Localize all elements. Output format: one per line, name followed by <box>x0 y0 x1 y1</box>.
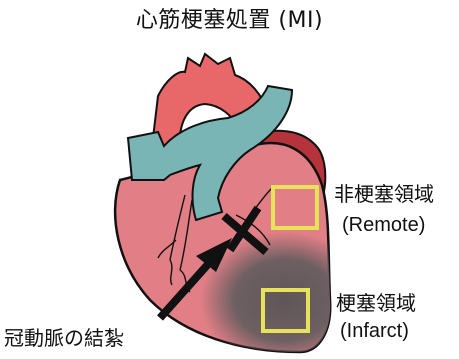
infarct-label-en: (Infarct) <box>340 320 409 343</box>
infarct-label-jp: 梗塞領域 <box>336 287 416 316</box>
remote-label-en: (Remote) <box>342 214 425 237</box>
remote-label-jp: 非梗塞領域 <box>334 178 434 207</box>
ligation-label: 冠動脈の結紮 <box>4 322 124 351</box>
